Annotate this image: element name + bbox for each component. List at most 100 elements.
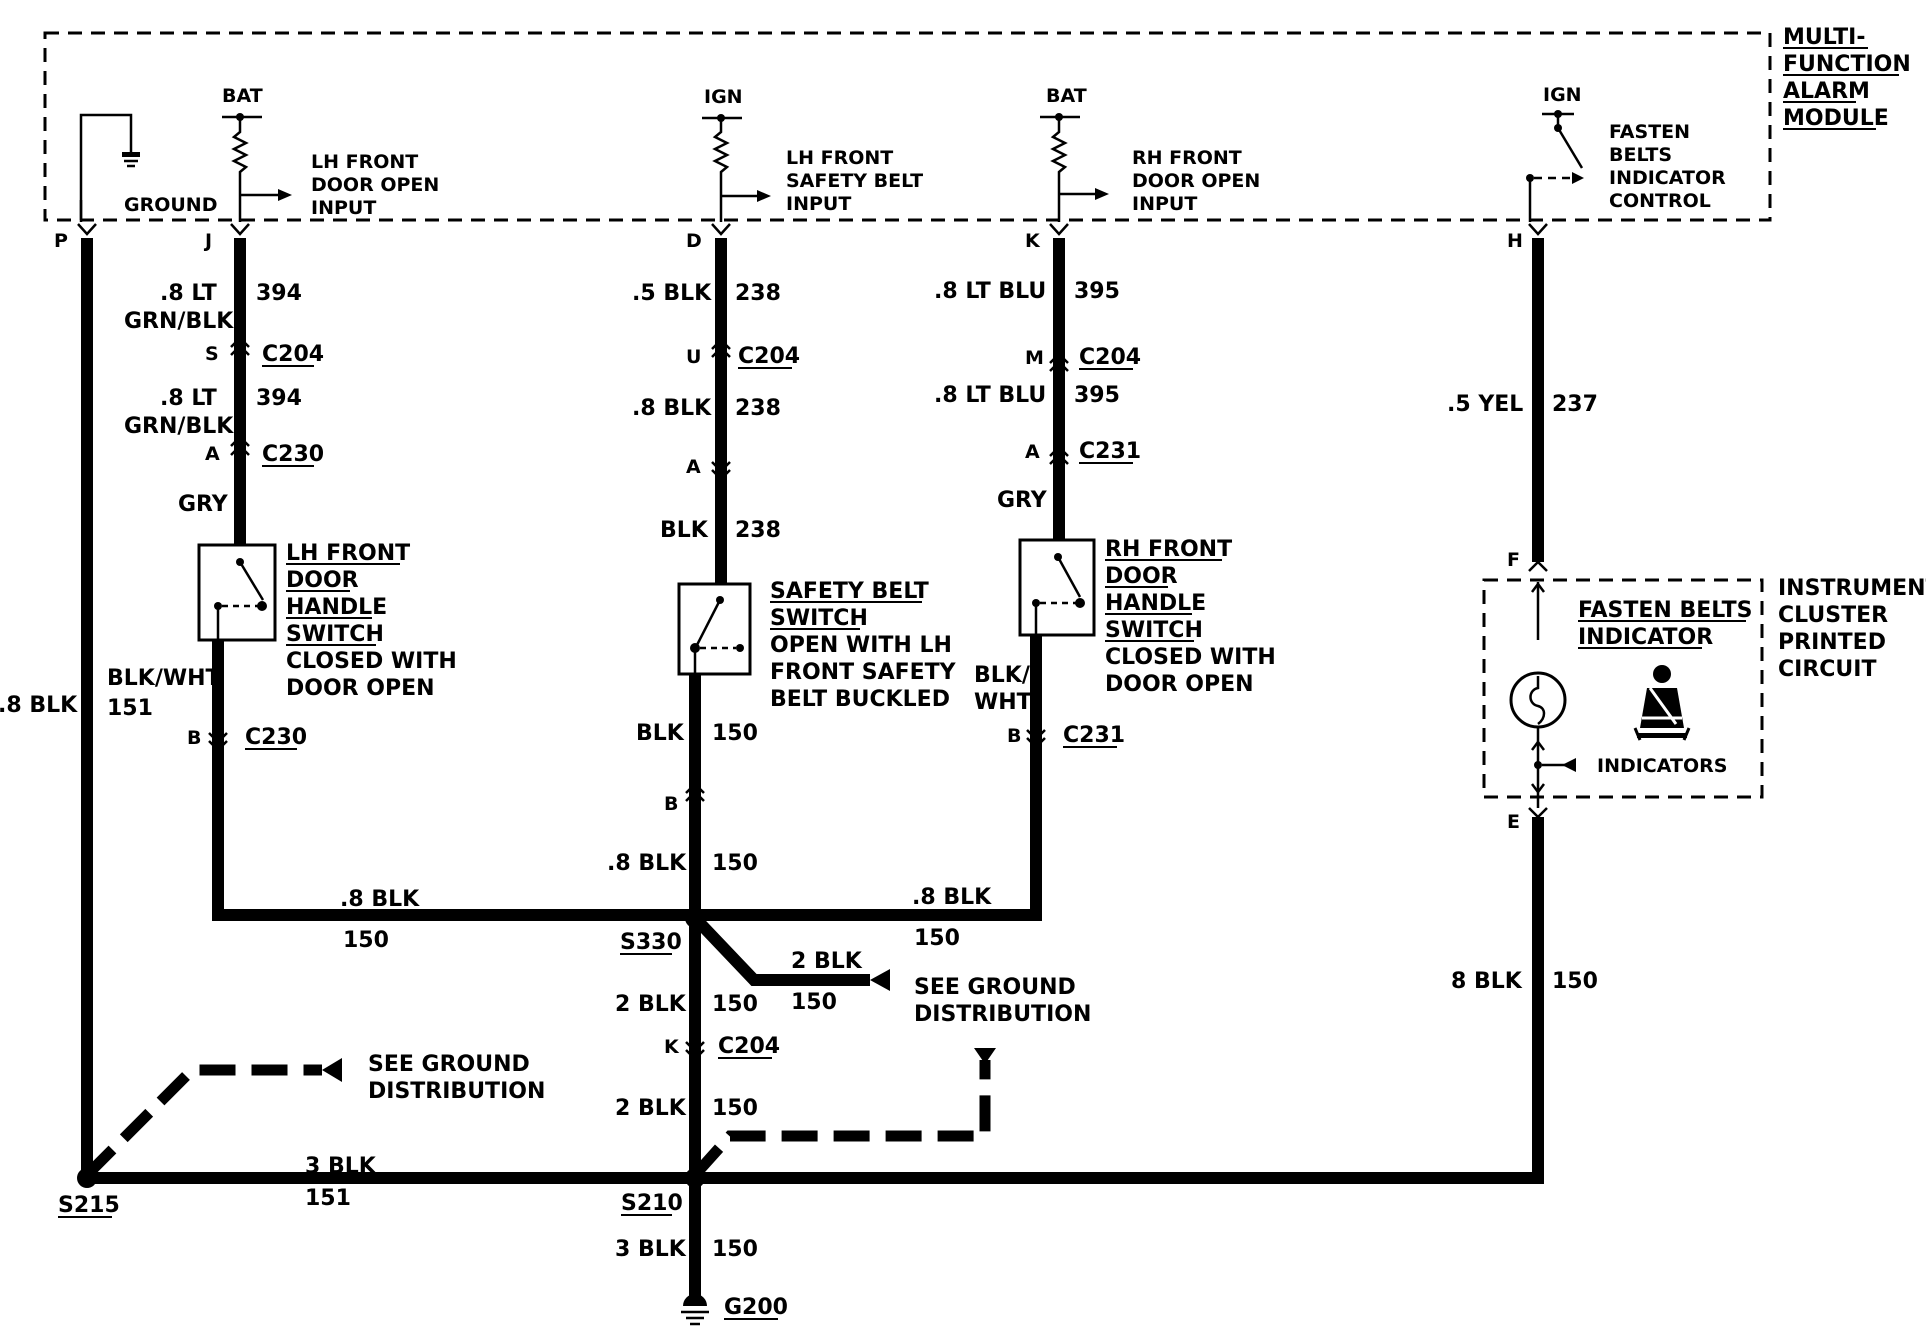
diagram-label: LH FRONT <box>311 151 418 173</box>
diagram-label: .8 LT <box>160 386 217 411</box>
rh-door-handle-switch-label: RH FRONT DOOR HANDLE SWITCH CLOSED WITH … <box>1105 537 1276 697</box>
diagram-label: MODULE <box>1783 106 1889 131</box>
diagram-label: 8 BLK <box>1451 969 1523 994</box>
diagram-label: HANDLE <box>1105 591 1206 616</box>
splice-s215 <box>77 1168 97 1188</box>
diagram-label: GRY <box>997 488 1048 513</box>
diagram-label: BLK/ <box>974 663 1031 688</box>
splice-s330 <box>685 908 705 928</box>
diagram-label: 395 <box>1074 279 1120 304</box>
diagram-label: DOOR <box>1105 564 1178 589</box>
diagram-label: 238 <box>735 518 781 543</box>
see-ground-note-lower: SEE GROUND DISTRIBUTION <box>368 1052 545 1104</box>
diagram-label: FASTEN <box>1609 121 1690 143</box>
mfam-module-box <box>43 31 1772 222</box>
diagram-label: CLUSTER <box>1778 603 1888 628</box>
diagram-label: SAFETY BELT <box>786 170 923 192</box>
diagram-label: LH FRONT <box>786 147 893 169</box>
pin-d: D <box>686 230 702 252</box>
diagram-label: INDICATOR <box>1609 167 1726 189</box>
diagram-label: INDICATOR <box>1578 625 1713 650</box>
diagram-label: PRINTED <box>1778 630 1886 655</box>
diagram-label: 151 <box>305 1186 351 1211</box>
wire-rh-door-150 <box>692 635 1042 921</box>
ground-dist-arrow-s330 <box>870 969 890 991</box>
seatbelt-icon <box>1633 665 1691 741</box>
diagram-label: 2 BLK <box>615 992 687 1017</box>
diagram-label: ALARM <box>1783 79 1870 104</box>
diagram-label: SWITCH <box>286 622 384 647</box>
diagram-label: 238 <box>735 396 781 421</box>
diagram-label: CLOSED WITH <box>286 649 457 674</box>
diagram-label: FUNCTION <box>1783 52 1911 77</box>
rh-door-handle-switch <box>1018 538 1096 637</box>
fasten-belts-control-circuit: IGN FASTEN BELTS INDICATOR CONTROL <box>1526 84 1726 222</box>
diagram-label: 150 <box>712 1237 758 1262</box>
diagram-label: M <box>1025 347 1044 369</box>
diagram-label: HANDLE <box>286 595 387 620</box>
diagram-label: U <box>686 346 701 368</box>
ground-dist-arrow-s210 <box>974 1048 996 1064</box>
lh-door-input-circuit: BAT LH FRONT DOOR OPEN INPUT <box>222 85 439 222</box>
splice-s210 <box>685 1168 705 1188</box>
diagram-label: RH FRONT <box>1105 537 1232 562</box>
lh-belt-input-circuit: IGN LH FRONT SAFETY BELT INPUT <box>702 86 923 222</box>
diagram-label: BLK/WHT <box>107 666 221 691</box>
diagram-label: A <box>205 443 220 465</box>
diagram-label: B <box>187 727 201 749</box>
diagram-label: MULTI- <box>1783 25 1865 50</box>
diagram-label: SEE GROUND <box>914 975 1076 1000</box>
diagram-label: BLK <box>660 518 709 543</box>
diagram-label: GRN/BLK <box>124 414 234 439</box>
diagram-label: 238 <box>735 281 781 306</box>
diagram-label: BELTS <box>1609 144 1672 166</box>
wire-e-150 <box>695 817 1544 1184</box>
diagram-label: CIRCUIT <box>1778 657 1876 682</box>
diagram-label: .8 LT BLU <box>934 279 1046 304</box>
connector-c230-lh-b: C230 <box>245 725 307 750</box>
rh-door-input-circuit: BAT RH FRONT DOOR OPEN INPUT <box>1040 85 1260 222</box>
diagram-label: BELT BUCKLED <box>770 687 950 712</box>
ground-g200-icon <box>681 1294 709 1326</box>
connector-c204-belt: C204 <box>738 344 800 369</box>
diagram-label: 151 <box>107 696 153 721</box>
diagram-label: FASTEN BELTS <box>1578 598 1753 623</box>
instrument-cluster-label: INSTRUMENT CLUSTER PRINTED CIRCUIT <box>1778 576 1926 682</box>
fasten-belts-indicator-label: FASTEN BELTS INDICATOR INDICATORS <box>1578 598 1753 777</box>
splice-s210-label: S210 <box>621 1191 683 1216</box>
pin-p: P <box>54 230 68 252</box>
wire-s330-branch <box>690 913 870 986</box>
diagram-label: .5 YEL <box>1447 392 1523 417</box>
connector-c204-lh: C204 <box>262 342 324 367</box>
fasten-belts-indicator <box>1509 581 1576 808</box>
diagram-label: SAFETY BELT <box>770 579 929 604</box>
diagram-label: E <box>1507 811 1520 833</box>
lh-door-handle-switch-label: LH FRONT DOOR HANDLE SWITCH CLOSED WITH … <box>286 541 457 701</box>
diagram-label: B <box>1007 725 1021 747</box>
see-ground-note-upper: SEE GROUND DISTRIBUTION <box>914 975 1091 1027</box>
diagram-label: DOOR OPEN <box>1105 672 1254 697</box>
safety-belt-switch <box>677 582 752 676</box>
diagram-label: CONTROL <box>1609 190 1711 212</box>
safety-belt-switch-label: SAFETY BELT SWITCH OPEN WITH LH FRONT SA… <box>770 579 957 712</box>
diagram-label: .8 LT <box>160 281 217 306</box>
diagram-label: RH FRONT <box>1132 147 1242 169</box>
diagram-label: DISTRIBUTION <box>914 1002 1091 1027</box>
diagram-label: S <box>205 343 219 365</box>
ground-g200-label: G200 <box>724 1295 788 1320</box>
module-ground-circuit: GROUND <box>79 113 217 222</box>
diagram-label: BAT <box>222 85 263 107</box>
diagram-label: IGN <box>704 86 743 108</box>
connector-c204-rh: C204 <box>1079 345 1141 370</box>
diagram-label: FRONT SAFETY <box>770 660 957 685</box>
diagram-label: OPEN WITH LH <box>770 633 952 658</box>
pin-h: H <box>1507 230 1523 252</box>
diagram-label: 237 <box>1552 392 1598 417</box>
ground-dist-arrow-s215 <box>322 1058 342 1082</box>
diagram-label: .8 BLK <box>340 887 420 912</box>
diagram-label: DOOR <box>286 568 359 593</box>
diagram-label: LH FRONT <box>286 541 410 566</box>
diagram-label: 2 BLK <box>615 1096 687 1121</box>
connector-c231-rh-a: C231 <box>1079 439 1141 464</box>
